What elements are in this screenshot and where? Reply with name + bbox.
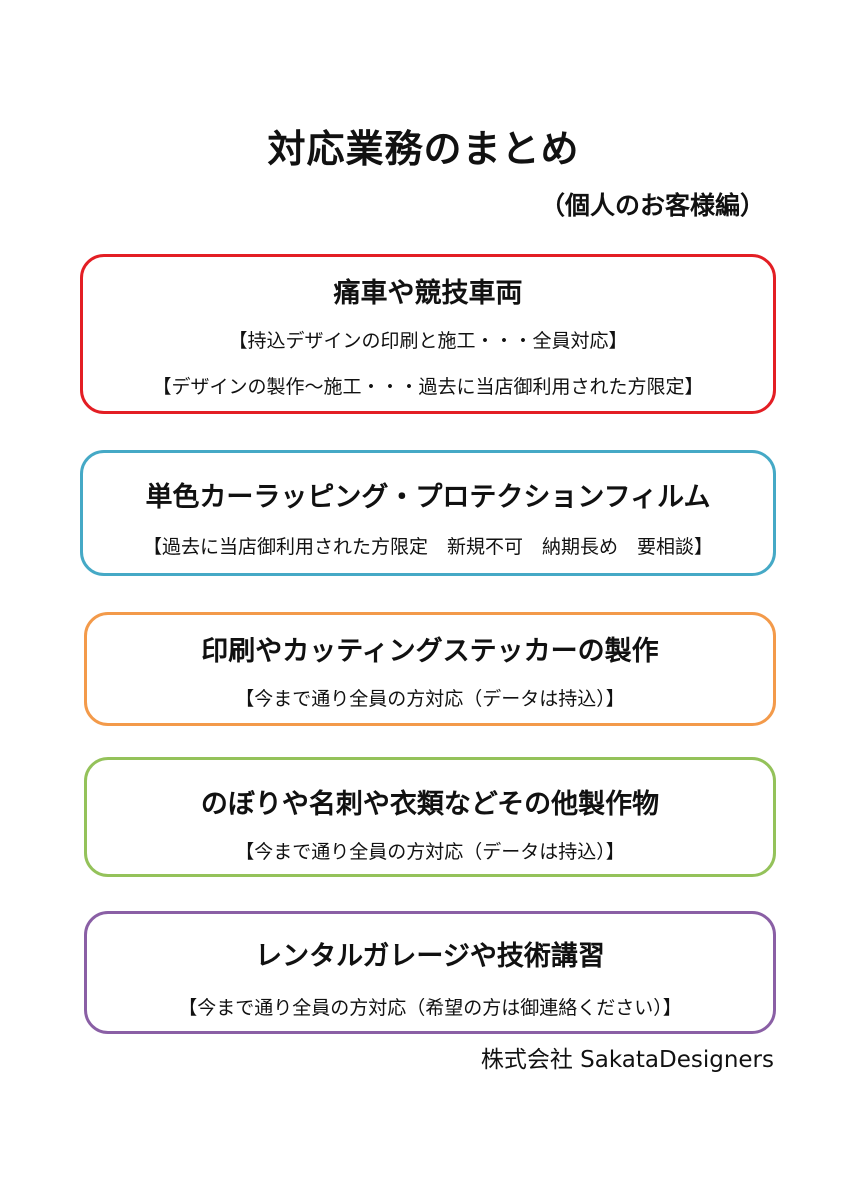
section-itasha: 痛車や競技車両 【持込デザインの印刷と施工・・・全員対応】 【デザインの製作～施…: [80, 254, 776, 414]
section-line: 【今まで通り全員の方対応（データは持込）】: [235, 841, 625, 863]
section-line: 【デザインの製作～施工・・・過去に当店御利用された方限定】: [152, 376, 704, 398]
company-name: 株式会社 SakataDesigners: [480, 1047, 774, 1073]
section-heading: 印刷やカッティングステッカーの製作: [201, 636, 659, 667]
section-line: 【過去に当店御利用された方限定 新規不可 納期長め 要相談】: [142, 536, 713, 558]
section-line: 【持込デザインの印刷と施工・・・全員対応】: [228, 330, 628, 352]
section-rental-garage: レンタルガレージや技術講習 【今まで通り全員の方対応（希望の方は御連絡ください）…: [84, 911, 776, 1034]
section-line: 【今まで通り全員の方対応（希望の方は御連絡ください）】: [178, 997, 682, 1019]
section-heading: 単色カーラッピング・プロテクションフィルム: [145, 482, 711, 513]
section-other-products: のぼりや名刺や衣類などその他製作物 【今まで通り全員の方対応（データは持込）】: [84, 757, 776, 877]
section-stickers: 印刷やカッティングステッカーの製作 【今まで通り全員の方対応（データは持込）】: [84, 612, 776, 726]
section-heading: 痛車や競技車両: [333, 278, 523, 309]
section-heading: のぼりや名刺や衣類などその他製作物: [200, 789, 660, 820]
section-line: 【今まで通り全員の方対応（データは持込）】: [235, 688, 625, 710]
page-title: 対応業務のまとめ: [267, 127, 580, 171]
page-subtitle: （個人のお客様編）: [540, 191, 766, 220]
section-heading: レンタルガレージや技術講習: [255, 941, 605, 972]
section-car-wrapping: 単色カーラッピング・プロテクションフィルム 【過去に当店御利用された方限定 新規…: [80, 450, 776, 576]
